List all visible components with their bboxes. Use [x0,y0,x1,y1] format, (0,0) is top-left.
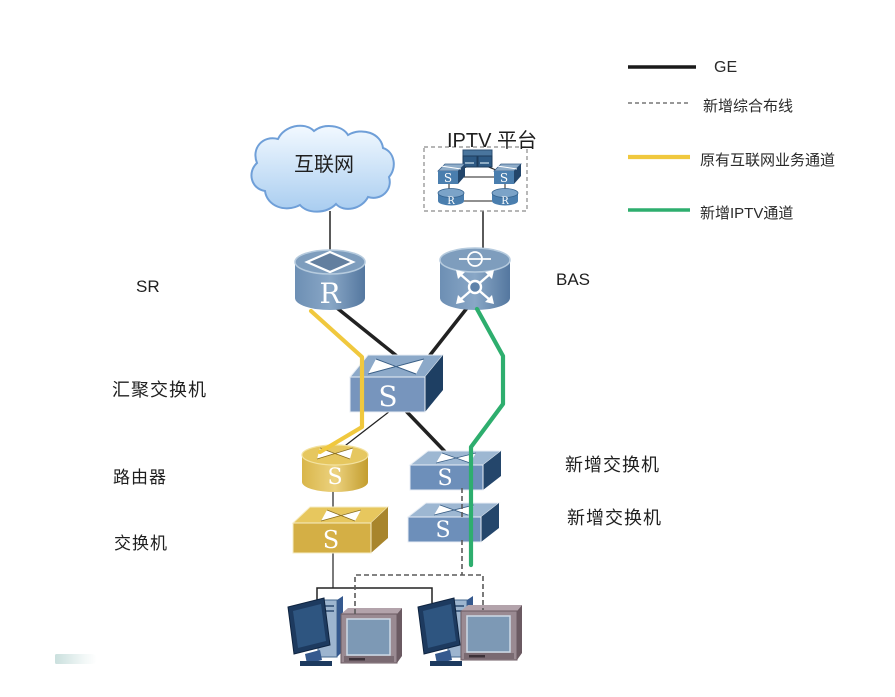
new-switch-2-glyph: S [435,518,450,543]
iptv-mini-switch-left: S [437,163,466,185]
new-cabling-links [354,488,484,614]
new-switch-1-node: S [408,450,503,491]
new-switch-2-node: S [406,502,501,543]
internet-cloud-label: 互联网 [294,154,354,176]
iptv-channel-path [468,306,506,568]
sr-router-node: R [294,249,366,310]
bas-top-icon [459,251,491,267]
scan-artifact-smudge [55,654,97,664]
iptv-mini-switch-right-glyph: S [500,171,508,185]
iptv-mini-switch-left-glyph: S [444,171,452,185]
sr-diamond-icon [304,250,356,274]
pc-left [287,595,344,667]
legend-label-internet-channel: 原有互联网业务通道 [700,152,836,169]
bas-node [439,247,511,310]
sr-label: SR [136,277,160,296]
iptv-mini-router-right-glyph: R [501,196,509,207]
aggregation-switch-node: S [348,354,445,413]
internet-cloud [250,124,395,213]
legend-swatches [628,65,696,212]
iptv-mini-switch-right: S [493,163,522,185]
sr-glyph: R [319,277,341,310]
aggregation-switch-label: 汇聚交换机 [112,380,207,400]
iptv-dashed-box [423,146,528,212]
yellow-router-glyph: S [327,465,342,490]
new-switch-1-label: 新增交换机 [565,455,660,475]
new-switch-1-glyph: S [437,466,452,491]
tv-right [460,604,523,661]
switch-label: 交换机 [114,534,168,553]
iptv-mini-router-left-glyph: R [447,196,455,207]
legend-label-iptv-channel: 新增IPTV通道 [700,205,794,222]
legend-label-cabling: 新增综合布线 [703,98,794,115]
yellow-switch-glyph: S [323,526,339,554]
internet-channel-path [308,308,365,455]
router-label: 路由器 [113,468,167,487]
agg-glyph: S [378,380,397,413]
iptv-platform-label: IPTV 平台 [447,130,538,152]
yellow-router-node: S [301,444,369,492]
new-switch-2-label: 新增交换机 [567,508,662,528]
cloud-shape [250,124,395,213]
legend-label-ge: GE [714,59,738,76]
link-switch-pcs [316,587,433,603]
tv-left [340,607,403,664]
bas-label: BAS [556,270,591,289]
agg-bowtie-icon [367,358,425,375]
iptv-server-icon [462,149,493,168]
yellow-switch-node: S [291,506,390,554]
iptv-mini-router-right: R [491,188,519,207]
iptv-platform-group: S S R R [423,146,528,212]
yellow-switch-bowtie-icon [320,509,362,522]
bas-crossconnect-icon [456,270,494,304]
cable-tvs [354,574,484,614]
iptv-mini-router-left: R [437,188,465,207]
